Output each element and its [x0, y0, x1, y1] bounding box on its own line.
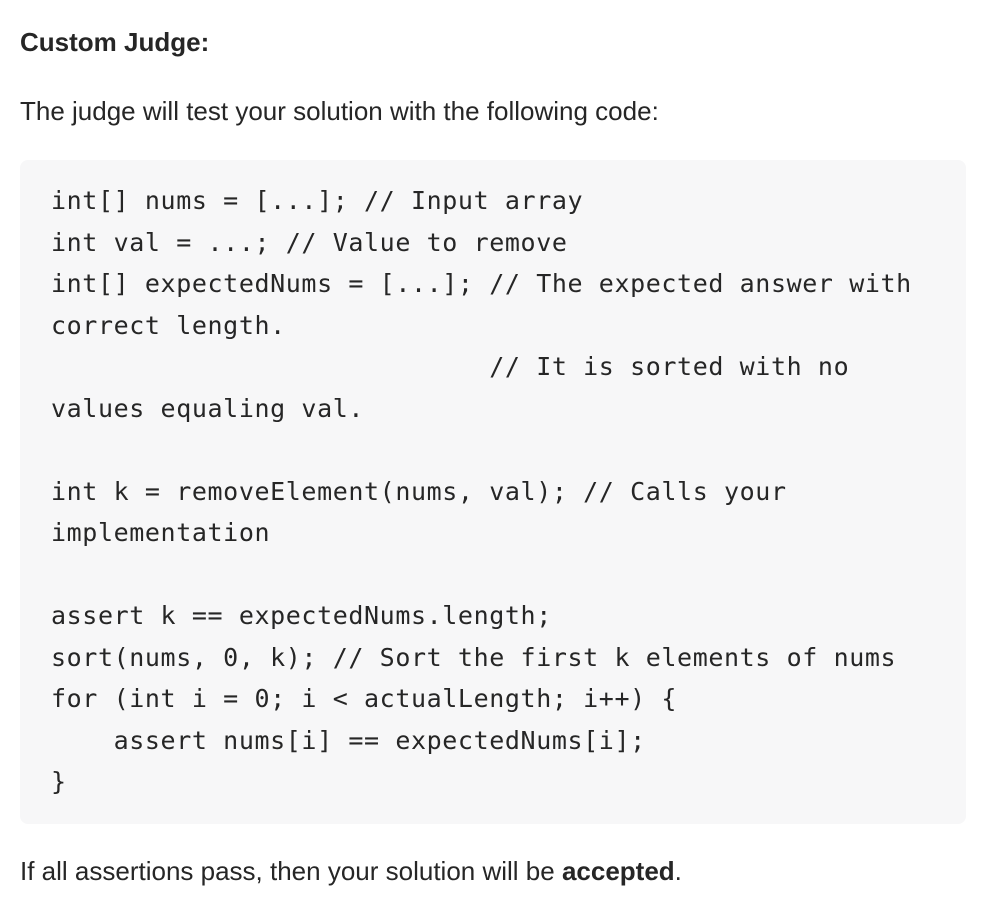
- code-line: sort(nums, 0, k); // Sort the first k el…: [51, 642, 897, 672]
- code-block[interactable]: int[] nums = [...]; // Input array int va…: [20, 160, 966, 824]
- code-line: correct length.: [51, 310, 286, 340]
- code-line: assert k == expectedNums.length;: [51, 601, 552, 630]
- code-line: int[] expectedNums = [...]; // The expec…: [51, 269, 912, 298]
- code-line: values equaling val.: [51, 393, 365, 423]
- code-line: int[] nums = [...]; // Input array: [51, 186, 584, 215]
- code-line: }: [51, 767, 67, 796]
- outro-text: If all assertions pass, then your soluti…: [20, 853, 682, 889]
- code-line: for (int i = 0; i < actualLength; i++) {: [51, 684, 678, 713]
- code-line: [51, 429, 966, 471]
- code-line: int val = ...; // Value to remove: [51, 227, 568, 257]
- code-line: implementation: [51, 518, 271, 547]
- accepted-emphasis: accepted: [561, 856, 675, 886]
- intro-text: The judge will test your solution with t…: [20, 96, 659, 126]
- code-line: [51, 554, 966, 596]
- code-line: // It is sorted with no: [51, 352, 850, 381]
- outro-text-before: If all assertions pass, then your soluti…: [20, 856, 562, 886]
- code-line: assert nums[i] == expectedNums[i];: [51, 725, 646, 755]
- section-heading: Custom Judge:: [20, 27, 210, 57]
- code-line: int k = removeElement(nums, val); // Cal…: [51, 476, 787, 506]
- outro-text-after: .: [674, 856, 682, 886]
